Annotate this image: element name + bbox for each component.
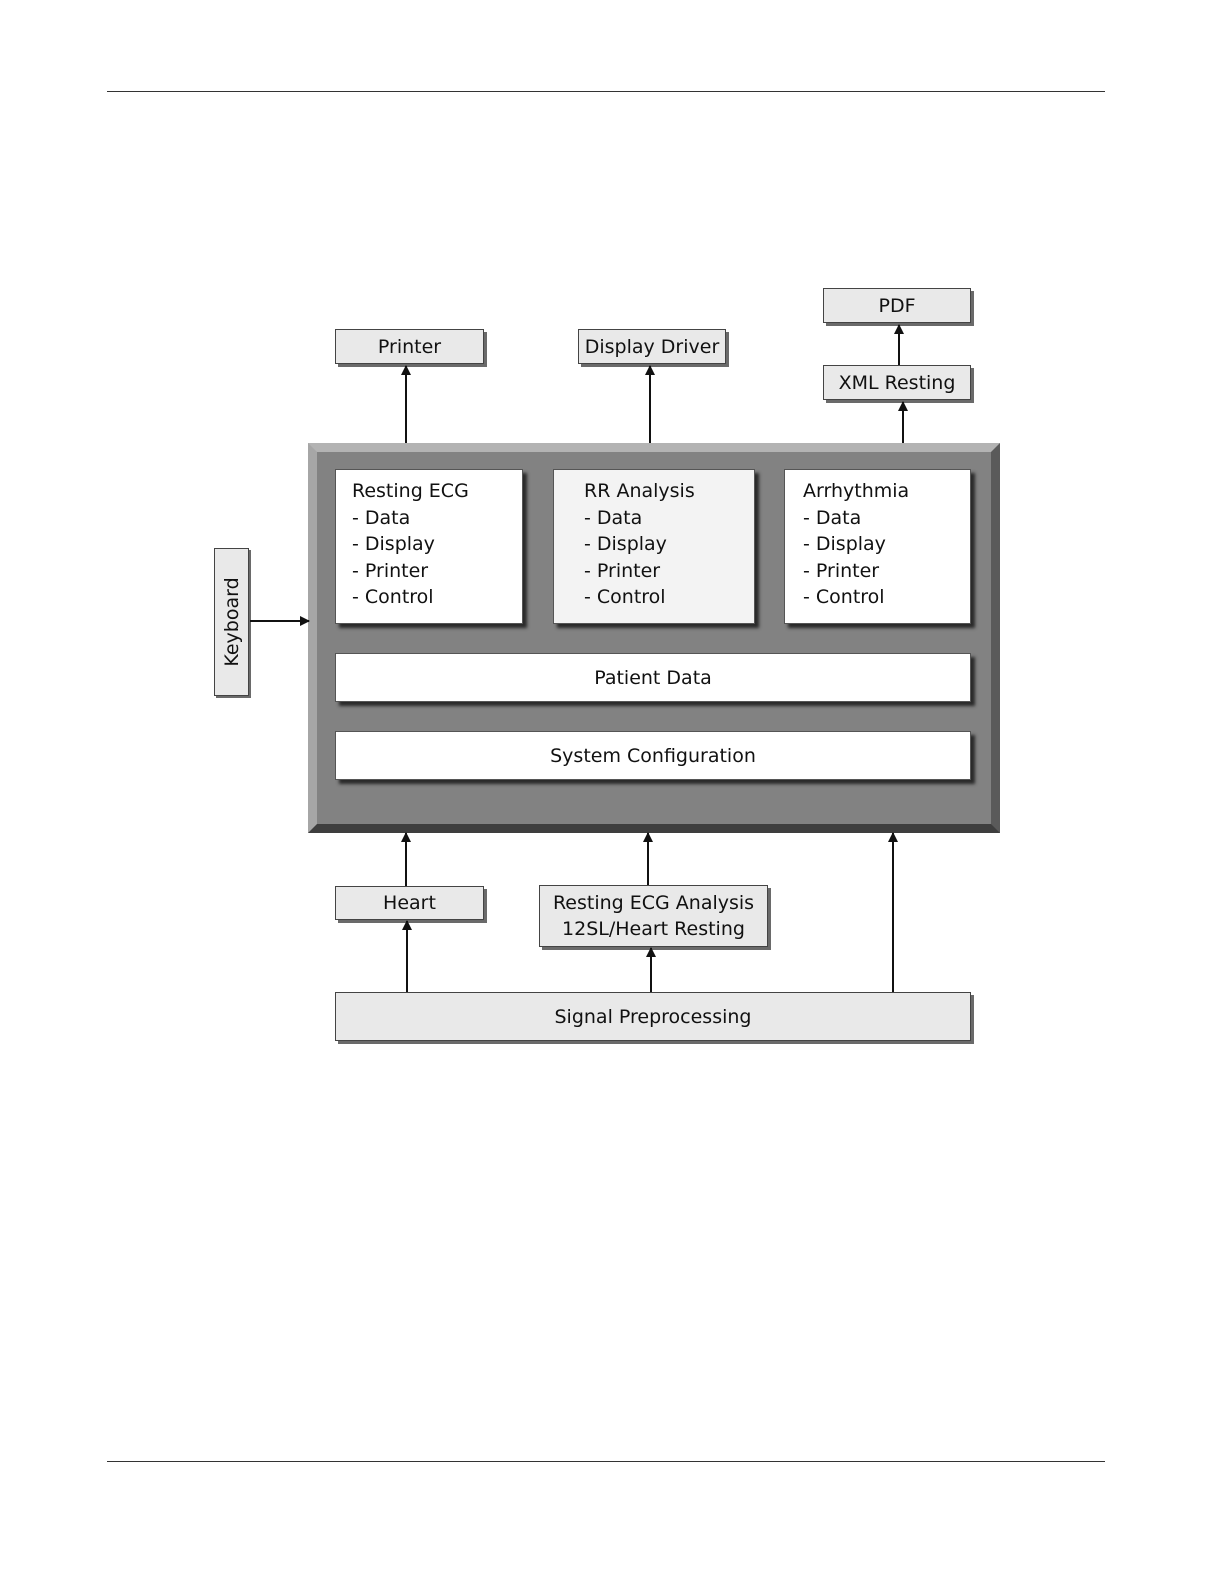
connector-arrows — [0, 0, 1224, 1584]
